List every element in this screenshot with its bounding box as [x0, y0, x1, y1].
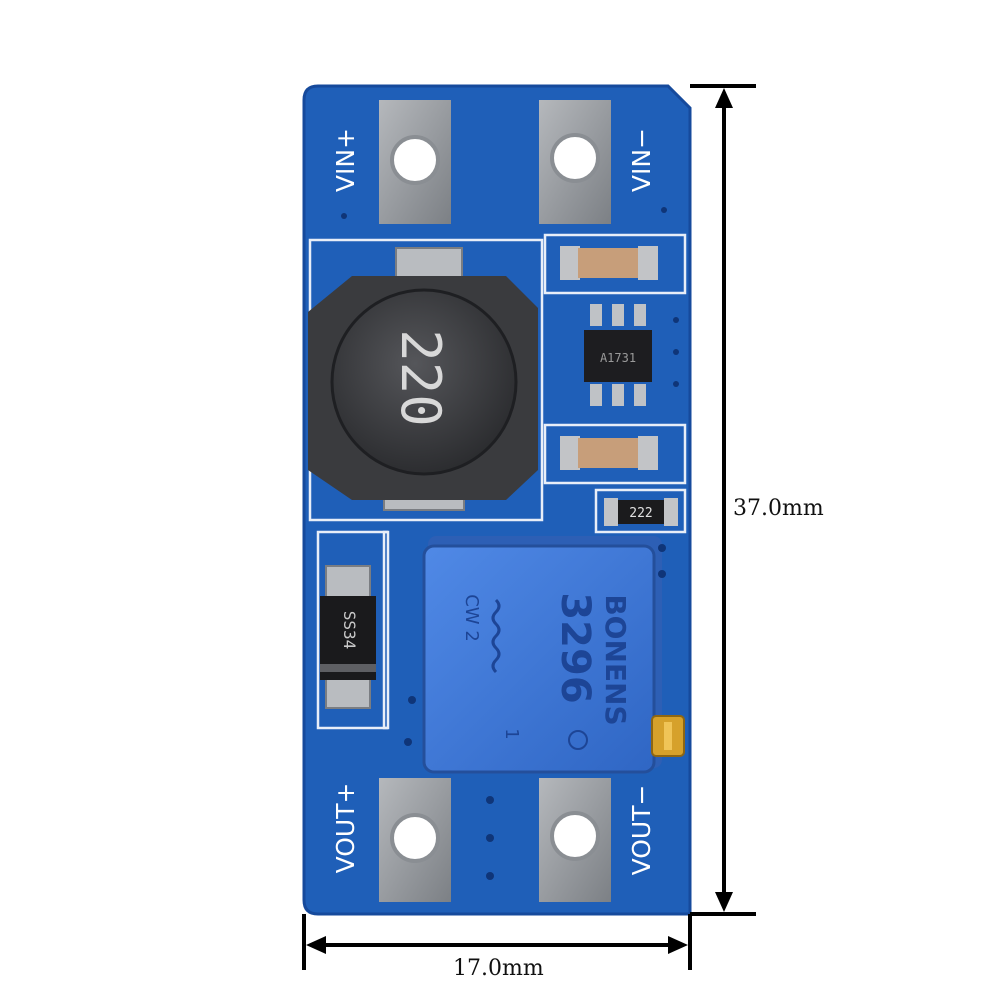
vin-plus-pad	[379, 100, 451, 224]
ic-marking: A1731	[600, 351, 636, 365]
width-dimension	[302, 914, 692, 970]
pot-brand: BONENS	[599, 594, 632, 725]
vout-plus-pad	[379, 778, 451, 902]
height-dimension-label: 37.0mm	[733, 496, 824, 521]
inductor-marking: 220	[389, 329, 452, 427]
pcb-vias	[341, 207, 679, 880]
width-dimension-label: 17.0mm	[453, 956, 544, 981]
pot-pin-text: 1	[501, 728, 522, 739]
pot-model: 3296	[552, 592, 598, 703]
terminal-pads	[379, 100, 611, 902]
capacitor-bottom	[560, 436, 658, 470]
trimmer-potentiometer: BONENS 3296 CW 2 1	[422, 536, 662, 774]
resistor-marking: 222	[629, 506, 652, 521]
silkscreen-outlines	[308, 233, 687, 730]
pot-side-text: CW 2	[461, 594, 482, 642]
adjustment-screw	[651, 715, 685, 757]
boost-ic-chip: A1731	[584, 304, 652, 406]
vin-minus-pad	[539, 100, 611, 224]
capacitor-top	[560, 246, 658, 280]
vout-plus-label: VOUT+	[331, 783, 360, 874]
vout-minus-pad	[539, 778, 611, 902]
diode-marking: SS34	[340, 611, 359, 650]
height-dimension	[690, 84, 756, 916]
vin-minus-label: VIN−	[627, 128, 656, 192]
resistor-222: 222	[604, 498, 678, 526]
diode-ss34: SS34	[320, 565, 376, 709]
vin-plus-label: VIN+	[331, 128, 360, 192]
inductor: 220	[308, 247, 538, 511]
vout-minus-label: VOUT−	[627, 785, 656, 876]
